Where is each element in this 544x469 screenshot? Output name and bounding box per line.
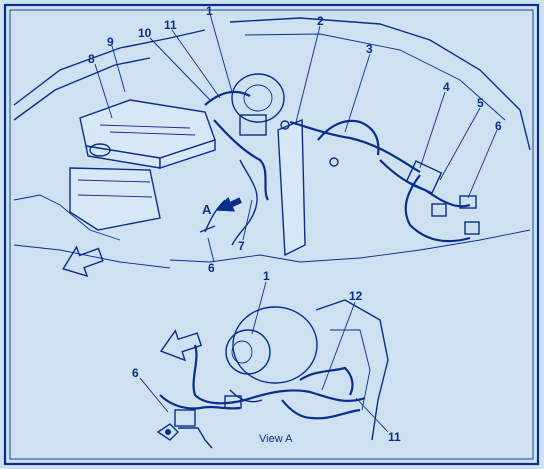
connector-block: [405, 160, 443, 194]
bolt-head: [165, 429, 171, 435]
brake-booster: [231, 73, 285, 136]
harness-end: [178, 427, 213, 449]
hood-edge: [13, 29, 206, 106]
nut: [156, 423, 179, 441]
connector: [459, 195, 477, 209]
callout-4: 4: [443, 80, 450, 94]
callout-7: 7: [238, 239, 245, 253]
forward-arrow-icon: [62, 245, 104, 278]
inner-frame: [9, 9, 534, 460]
connector: [224, 395, 242, 409]
ground-bolt: [329, 157, 339, 167]
harness-end: [199, 225, 216, 233]
callout-1: 1: [206, 4, 213, 18]
leader-lines: [139, 281, 389, 433]
leader-lines: [94, 13, 498, 263]
lower-left-edge: [13, 244, 171, 269]
harness-run: [159, 394, 241, 410]
clip: [280, 120, 290, 130]
harness-run: [213, 119, 270, 201]
harness-run: [379, 159, 471, 208]
callout-10: 10: [138, 26, 152, 40]
connector: [431, 203, 447, 217]
harness-run: [204, 90, 251, 106]
view-marker-a: A: [202, 202, 212, 217]
callout-12: 12: [349, 289, 363, 303]
cowl-inner: [244, 33, 506, 121]
harness-run: [192, 344, 366, 405]
view-a-arrow-icon: [215, 197, 242, 212]
body-panel-edge: [315, 299, 389, 441]
booster-detail: [232, 306, 318, 384]
body-panel-inner: [330, 329, 371, 411]
reservoir: [69, 143, 161, 231]
fender-edge: [13, 57, 151, 121]
connector: [174, 409, 196, 427]
callout-5: 5: [477, 96, 484, 110]
callout-6-view-a: 6: [132, 366, 139, 380]
callout-8: 8: [88, 52, 95, 66]
battery-box: [79, 99, 216, 169]
lower-edge: [169, 229, 531, 263]
firewall-panel: [277, 118, 306, 257]
harness-run: [231, 159, 258, 246]
engine-bay-view: [13, 13, 531, 278]
connector: [464, 221, 480, 235]
callout-6-lower: 6: [208, 261, 215, 275]
forward-arrow-icon: [159, 329, 203, 362]
view-a-caption: View A: [259, 433, 293, 445]
harness-run: [289, 120, 421, 173]
callout-6: 6: [495, 119, 502, 133]
diagram-frame: [3, 3, 540, 466]
view-a-detail: [139, 281, 389, 449]
booster-hub: [225, 329, 271, 375]
harness-run: [229, 389, 263, 403]
harness-run: [404, 174, 471, 243]
callout-11: 11: [164, 18, 177, 32]
cowl-edge: [229, 17, 531, 151]
front-frame: [13, 194, 121, 241]
callout-2: 2: [317, 14, 324, 28]
callout-9: 9: [107, 35, 114, 49]
harness-run: [299, 366, 354, 396]
callout-1-view-a: 1: [263, 269, 270, 283]
harness-run: [317, 119, 380, 156]
callout-11-view-a: 11: [388, 430, 401, 444]
harness-run: [281, 399, 361, 420]
callout-3: 3: [366, 42, 373, 56]
